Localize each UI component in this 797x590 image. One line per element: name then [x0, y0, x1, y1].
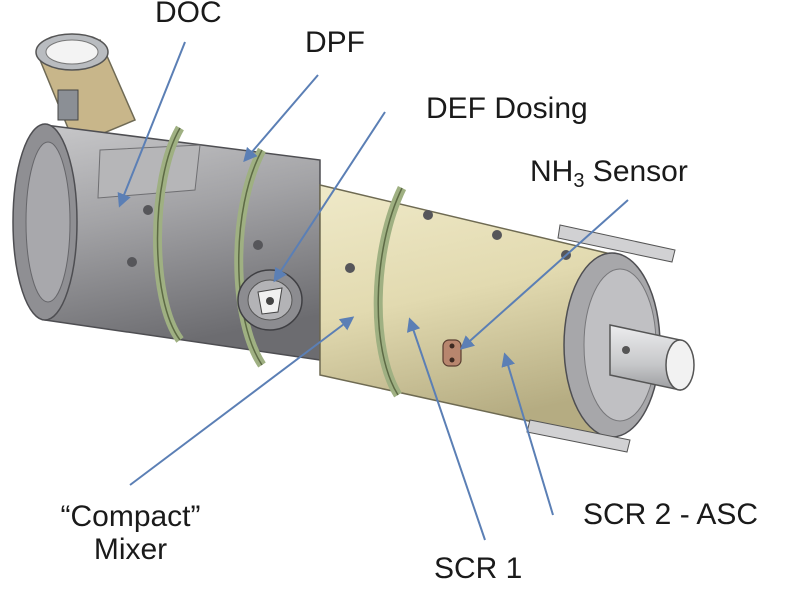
mounting-bracket	[526, 224, 676, 453]
compact-mixer-line1: “Compact”	[60, 500, 201, 533]
label-dpf: DPF	[305, 26, 365, 59]
compact-mixer-line2: Mixer	[93, 533, 168, 566]
label-def-dosing: DEF Dosing	[426, 92, 588, 125]
label-scr2-asc: SCR 2 - ASC	[583, 498, 759, 531]
nh3-suffix: Sensor	[584, 155, 688, 188]
label-compact-mixer: “Compact” Mixer	[43, 500, 218, 566]
leader-arrows	[117, 41, 629, 541]
outlet-pipe	[609, 324, 695, 391]
label-doc: DOC	[155, 0, 222, 29]
inlet-pipe	[35, 33, 136, 146]
label-nh3-sensor: NH3 Sensor	[530, 155, 688, 192]
clamp-bracket	[57, 89, 79, 121]
label-scr1: SCR 1	[434, 552, 523, 585]
nh3-sensor	[442, 339, 462, 367]
label-plate	[97, 144, 201, 199]
nh3-prefix: NH	[530, 155, 574, 188]
bolts	[127, 205, 571, 273]
nh3-subscript: 3	[573, 170, 585, 192]
def-dosing-port	[237, 269, 303, 331]
